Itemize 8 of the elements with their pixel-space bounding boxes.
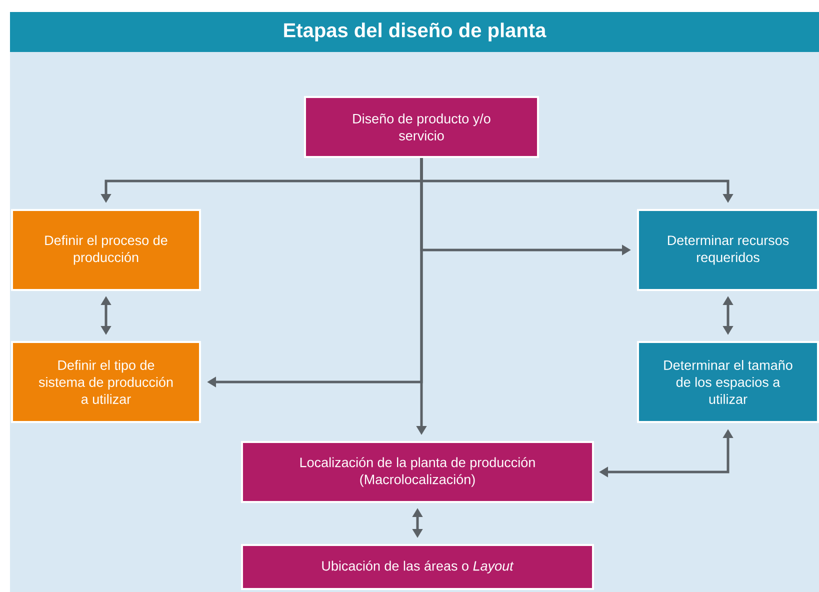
process-box: Definir el tipo de sistema de producción a utilizar xyxy=(11,341,201,423)
process-box: Ubicación de las áreas o Layout xyxy=(241,544,594,590)
process-box: Localización de la planta de producción (Macrolocalización) xyxy=(241,441,594,503)
process-box: Diseño de producto y/o servicio xyxy=(304,96,539,158)
process-box: Determinar el tamaño de los espacios a utilizar xyxy=(637,341,819,423)
process-box: Definir el proceso de producción xyxy=(11,209,201,291)
process-box: Determinar recursos requeridos xyxy=(637,209,819,291)
title-band: Etapas del diseño de planta xyxy=(10,12,819,52)
